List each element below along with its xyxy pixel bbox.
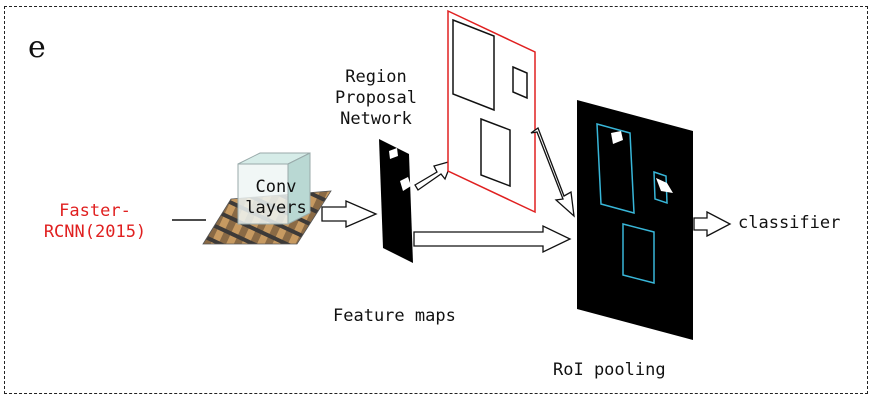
roi-box-1 (596, 123, 635, 214)
feature-maps-label: Feature maps (333, 306, 456, 326)
method-label-line1: Faster- (59, 201, 131, 221)
arrow-proposals-to-roi (530, 126, 575, 218)
method-label-line2: RCNN(2015) (43, 222, 147, 242)
classifier-label: classifier (738, 213, 841, 233)
proposal-box-3 (480, 117, 511, 188)
rpn-label-line3: Network (340, 109, 412, 129)
roi-pooling-label: RoI pooling (553, 360, 666, 380)
arrow-features-to-proposals (414, 160, 454, 191)
roi-mark-1 (611, 131, 623, 144)
arrow-conv-to-features (321, 200, 378, 228)
proposal-plane (447, 9, 536, 214)
roi-box-3 (622, 223, 655, 284)
rpn-label: Region Proposal Network (328, 67, 424, 130)
conv-label-line2: layers (245, 198, 307, 218)
feature-map (379, 139, 413, 263)
rpn-label-line1: Region (345, 67, 407, 87)
roi-plane (577, 100, 693, 340)
proposal-box-2 (512, 65, 528, 100)
rpn-label-line2: Proposal (335, 88, 417, 108)
dashed-border (4, 6, 868, 394)
panel-letter: e (28, 30, 46, 65)
anchor-mark-2 (400, 177, 411, 191)
roi-box-2 (653, 170, 668, 205)
roi-mark-2 (656, 178, 673, 193)
proposal-box-1 (452, 18, 495, 112)
arrow-roi-to-classifier (693, 210, 732, 238)
anchor-mark-1 (389, 148, 398, 159)
conv-label-line1: Conv (255, 177, 297, 197)
conv-cube (237, 152, 311, 225)
conv-label: Conv layers (244, 177, 308, 219)
arrow-features-to-roi (413, 224, 572, 254)
method-label: Faster- RCNN(2015) (40, 201, 150, 243)
